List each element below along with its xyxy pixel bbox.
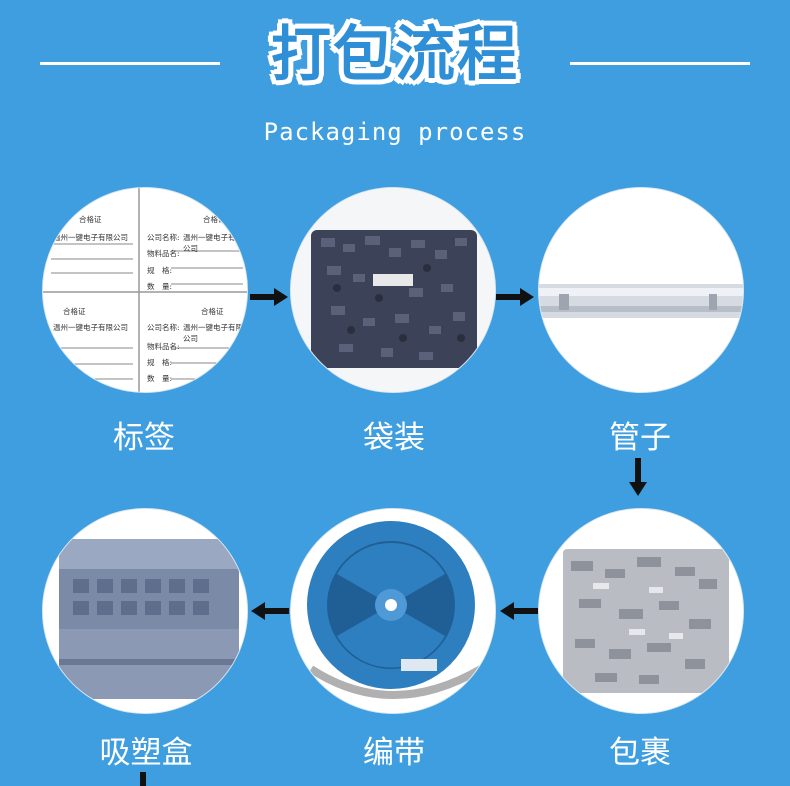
step-reel-caption: 编带 xyxy=(363,735,425,771)
label-card-item-field: 物料品名: xyxy=(147,249,180,258)
step-label-image: 合格证 温州一键电子有限公司 合格证 公司名称: 温州一键电子有限公司 物料品名… xyxy=(42,187,248,393)
arrow-right-icon xyxy=(496,288,534,306)
step-tube-image xyxy=(538,187,744,393)
label-card-company: 温州一键电子有限公司 xyxy=(53,323,128,332)
label-card-text: 合格证 温州一键电子有限公司 合格证 公司名称: 温州一键电子有限公司 物料品名… xyxy=(43,188,247,392)
header-rule-left xyxy=(40,62,220,65)
label-card-qty-field: 数 量: xyxy=(147,282,173,291)
step-package-image xyxy=(538,508,744,714)
step-blister-box-image xyxy=(42,508,248,714)
label-card-company: 温州一键电子有限公司 xyxy=(183,233,243,253)
step-bag-image xyxy=(290,187,496,393)
arrow-left-icon xyxy=(251,602,289,620)
page-title: 打包流程 xyxy=(271,20,519,90)
arrow-down-icon xyxy=(140,772,146,786)
label-card-spec-field: 规 格: xyxy=(147,266,173,275)
label-card-spec-field: 规 格: xyxy=(147,358,173,367)
label-card-company-field: 公司名称: xyxy=(147,233,180,242)
step-reel-image xyxy=(290,508,496,714)
header-rule-right xyxy=(570,62,750,65)
label-card-heading: 合格证 xyxy=(79,215,102,224)
label-card-company: 温州一键电子有限公司 xyxy=(53,233,128,242)
arrow-down-icon xyxy=(629,458,647,496)
label-card-company-field: 公司名称: xyxy=(147,323,180,332)
step-bag-caption: 袋装 xyxy=(363,420,425,456)
arrow-left-icon xyxy=(500,602,538,620)
label-card-company: 温州一键电子有限公司 xyxy=(183,323,243,343)
label-card-item-field: 物料品名: xyxy=(147,342,180,351)
label-card-heading: 合格证 xyxy=(63,307,86,316)
label-card-qty-field: 数 量: xyxy=(147,374,173,383)
page-subtitle: Packaging process xyxy=(263,118,527,146)
label-card-heading: 合格证 xyxy=(201,307,224,316)
arrow-right-icon xyxy=(250,288,288,306)
step-package-caption: 包裹 xyxy=(609,735,671,771)
label-card-heading: 合格证 xyxy=(203,215,226,224)
step-label-caption: 标签 xyxy=(113,420,175,456)
step-tube-caption: 管子 xyxy=(609,420,671,456)
step-blister-box-caption: 吸塑盒 xyxy=(99,735,193,771)
